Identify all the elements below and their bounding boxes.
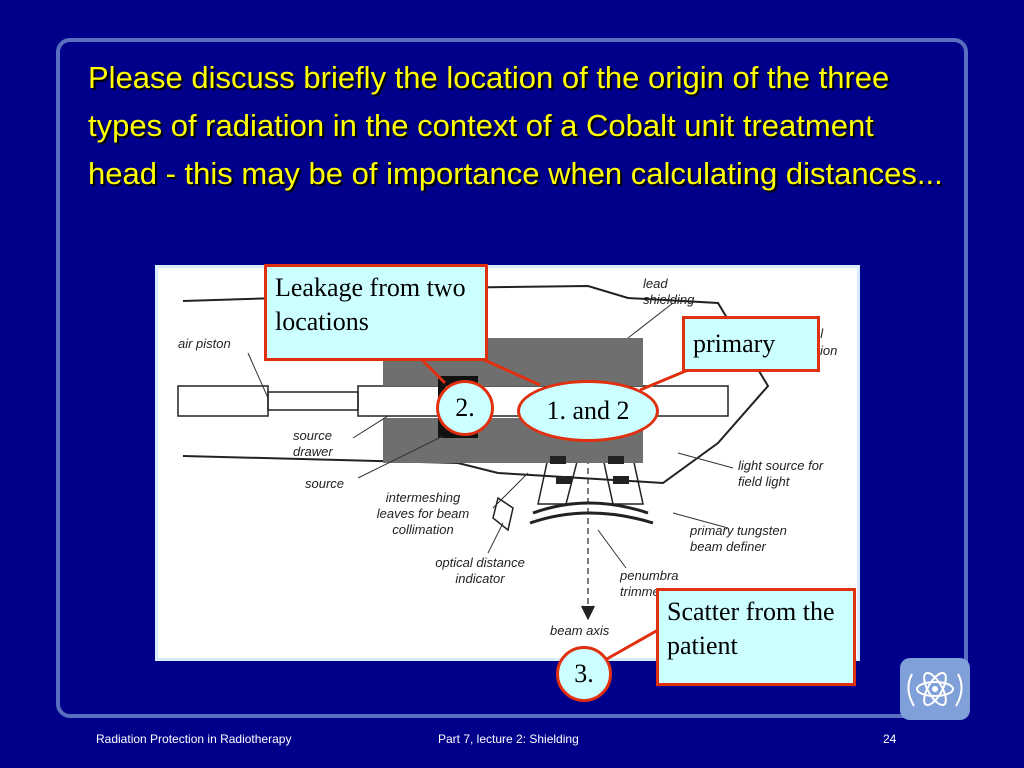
footer-lecture-title: Part 7, lecture 2: Shielding: [438, 732, 579, 746]
iaea-logo: [900, 658, 970, 720]
slide-title: Please discuss briefly the location of t…: [88, 60, 943, 191]
label-optical-distance-indicator: optical distance indicator: [435, 555, 525, 586]
label-source: source: [305, 476, 345, 491]
leakage-callout: Leakage from two locations: [264, 264, 488, 361]
footer-course-title: Radiation Protection in Radiotherapy: [96, 732, 292, 746]
label-primary-tungsten: primary tungsten beam definer: [690, 523, 787, 554]
scatter-callout: Scatter from the patient: [656, 588, 856, 686]
label-lead-shielding: lead shielding: [643, 276, 695, 307]
label-light-source: light source for field light: [738, 458, 824, 489]
label-beam-axis: beam axis: [550, 623, 610, 638]
primary-callout: primary: [682, 316, 820, 372]
footer-page-number: 24: [883, 732, 897, 746]
marker-3-oval: 3.: [556, 646, 612, 702]
label-source-drawer: source drawer: [293, 428, 333, 459]
label-intermeshing-leaves: intermeshing leaves for beam collimation: [376, 490, 470, 537]
marker-2-oval: 2.: [436, 380, 494, 436]
atom-wreath-icon: [907, 672, 963, 707]
marker-1-and-2-oval: 1. and 2: [517, 380, 659, 442]
label-partial-right-2: ion: [820, 343, 838, 358]
label-air-piston: air piston: [178, 336, 231, 351]
slide-frame: [56, 38, 968, 718]
